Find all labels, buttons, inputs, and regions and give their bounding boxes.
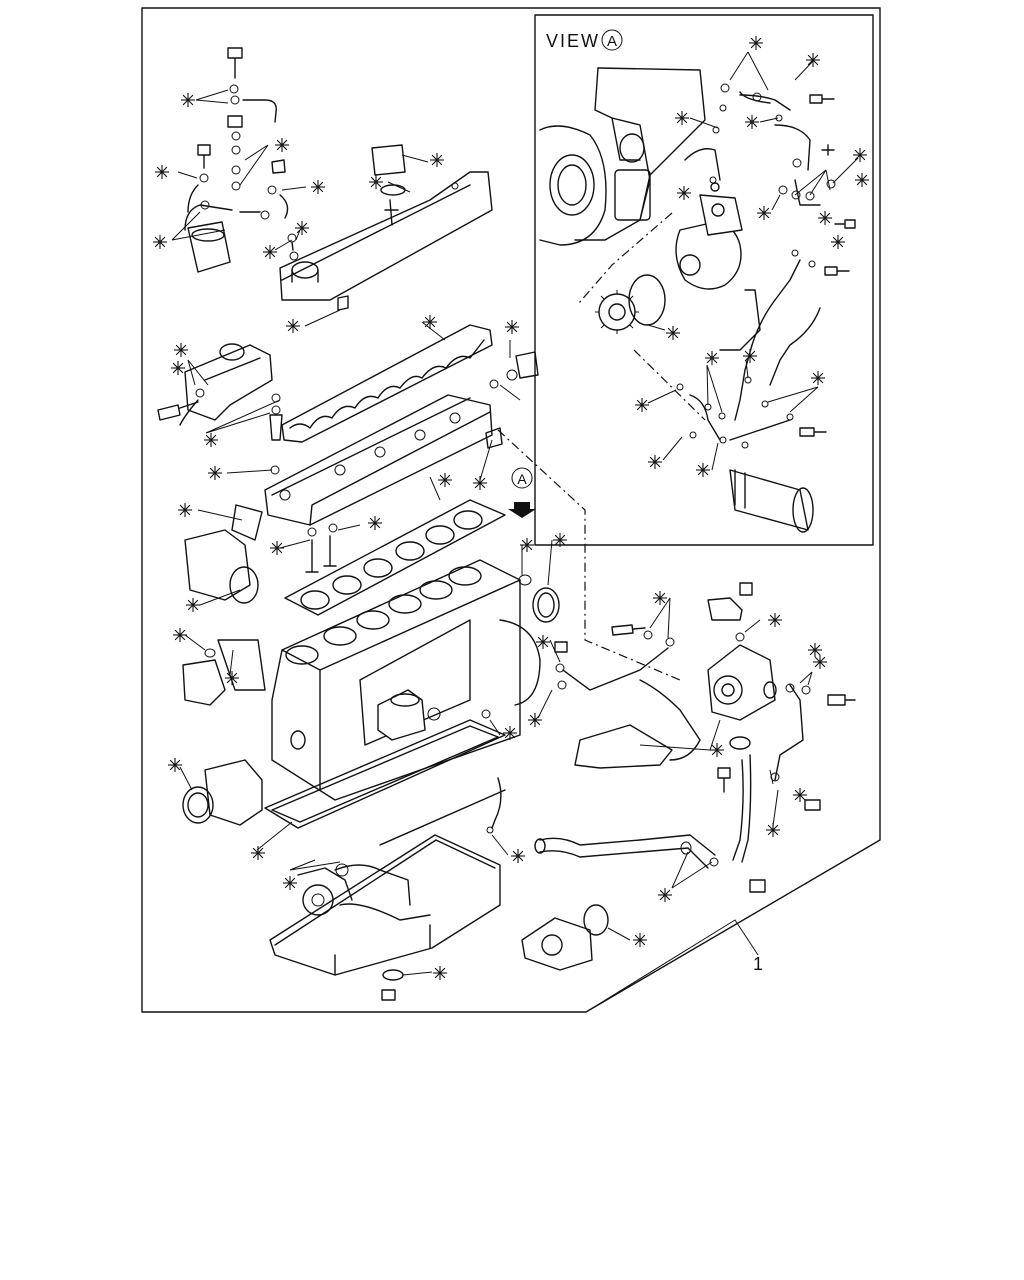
asterisk-marker-icon: [368, 516, 382, 530]
asterisk-marker-icon: [295, 221, 309, 235]
main-frame: [141, 7, 881, 1013]
top-fittings: [187, 47, 349, 311]
view-a-marker: A: [508, 467, 536, 518]
injector: [269, 393, 283, 475]
asterisk-marker-icon: [204, 433, 218, 447]
asterisk-marker-icon: [855, 173, 869, 187]
asterisk-marker-icon: [171, 361, 185, 375]
asterisk-marker-icon: [153, 235, 167, 249]
asterisk-marker-icon: [677, 186, 691, 200]
asterisk-marker-icon: [705, 351, 719, 365]
cylinder-head: [264, 394, 493, 526]
asterisk-marker-icon: [369, 175, 383, 189]
asterisk-marker-icon: [186, 598, 200, 612]
asterisk-marker-icon: [766, 823, 780, 837]
view-arrow-icon: [508, 502, 536, 518]
asterisk-marker-icon: [286, 319, 300, 333]
asterisk-marker-icon: [503, 726, 517, 740]
asterisk-marker-icon: [710, 743, 724, 757]
asterisk-marker-icon: [813, 655, 827, 669]
asterisk-marker-icon: [270, 541, 284, 555]
asterisk-markers: [153, 36, 869, 980]
asterisk-marker-icon: [520, 538, 534, 552]
asterisk-marker-icon: [749, 36, 763, 50]
asterisk-marker-icon: [251, 846, 265, 860]
oil-pan: [269, 834, 501, 1001]
leader-lines: [171, 51, 859, 1013]
asterisk-marker-icon: [553, 533, 567, 547]
asterisk-marker-icon: [768, 613, 782, 627]
cylinder-block: [271, 559, 541, 801]
asterisk-marker-icon: [283, 876, 297, 890]
asterisk-marker-icon: [430, 153, 444, 167]
view-a-inset-frame: [534, 14, 874, 546]
asterisk-marker-icon: [528, 713, 542, 727]
asterisk-marker-icon: [653, 591, 667, 605]
asterisk-marker-icon: [658, 888, 672, 902]
cover-gasket: [281, 324, 493, 443]
view-a-title: VIEW A: [546, 29, 623, 51]
asterisk-marker-icon: [633, 933, 647, 947]
asterisk-marker-icon: [225, 671, 239, 685]
item-number: 1: [753, 954, 763, 974]
oil-pan-gasket: [264, 719, 506, 846]
asterisk-marker-icon: [438, 473, 452, 487]
asterisk-marker-icon: [743, 349, 757, 363]
asterisk-marker-icon: [806, 53, 820, 67]
asterisk-marker-icon: [811, 371, 825, 385]
asterisk-marker-icon: [793, 788, 807, 802]
rocker-cover: [279, 171, 493, 301]
valves: [305, 523, 338, 573]
oil-inlet-pipe: [534, 834, 719, 869]
main-view-dashed-line: [497, 429, 681, 681]
asterisk-marker-icon: [178, 503, 192, 517]
asterisk-marker-icon: [505, 320, 519, 334]
head-gasket: [284, 499, 506, 616]
asterisk-marker-icon: [433, 966, 447, 980]
asterisk-marker-icon: [818, 211, 832, 225]
asterisk-marker-icon: [275, 138, 289, 152]
asterisk-marker-icon: [173, 628, 187, 642]
asterisk-marker-icon: [675, 111, 689, 125]
asterisk-marker-icon: [648, 455, 662, 469]
asterisk-marker-icon: [511, 849, 525, 863]
asterisk-marker-icon: [696, 463, 710, 477]
asterisk-marker-icon: [423, 315, 437, 329]
asterisk-marker-icon: [666, 326, 680, 340]
asterisk-marker-icon: [263, 245, 277, 259]
asterisk-marker-icon: [168, 758, 182, 772]
water-pump: [182, 504, 266, 706]
block-oil-cooler: [377, 689, 441, 741]
circle-callout-icon: [511, 467, 533, 489]
main-view-marker-letter: A: [517, 471, 527, 487]
asterisk-marker-icon: [745, 115, 759, 129]
compressor: [521, 904, 609, 971]
oil-pump: [297, 863, 411, 916]
asterisk-marker-icon: [208, 466, 222, 480]
asterisk-marker-icon: [181, 93, 195, 107]
asterisk-marker-icon: [831, 235, 845, 249]
asterisk-marker-icon: [536, 635, 550, 649]
asterisk-marker-icon: [757, 206, 771, 220]
view-letter: A: [607, 33, 617, 50]
asterisk-marker-icon: [808, 643, 822, 657]
asterisk-marker-icon: [473, 476, 487, 490]
manifold: [157, 343, 273, 426]
asterisk-marker-icon: [853, 148, 867, 162]
view-letter-circle: [601, 29, 623, 51]
filter-housing: [184, 204, 233, 273]
asterisk-marker-icon: [155, 165, 169, 179]
turbocharger: [554, 582, 856, 893]
view-a-drawing: [539, 67, 856, 533]
side-gaskets: [481, 351, 560, 719]
asterisk-marker-icon: [311, 180, 325, 194]
front-cover: [182, 759, 263, 826]
asterisk-marker-icon: [635, 398, 649, 412]
asterisk-marker-icon: [174, 343, 188, 357]
view-label: VIEW: [546, 31, 600, 51]
